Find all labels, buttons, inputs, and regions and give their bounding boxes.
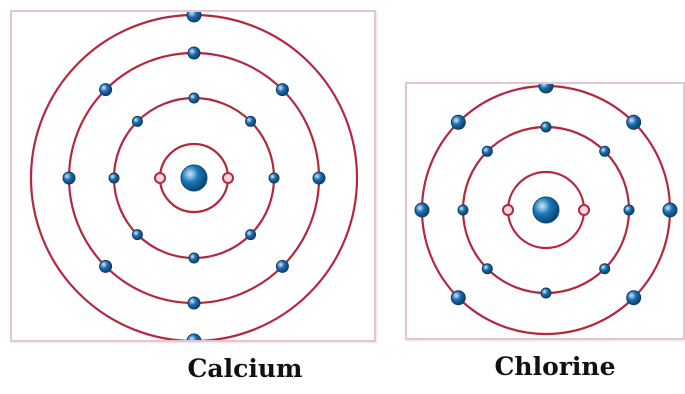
chlorine-electron-shell2-2 — [599, 145, 611, 157]
chlorine-electron-shell3-2 — [626, 114, 642, 130]
chlorine-electron-shell2-8 — [599, 263, 611, 275]
calcium-electron-shell3-8 — [275, 259, 289, 273]
calcium-nucleus — [180, 164, 208, 192]
chlorine-electron-shell2-4 — [481, 145, 493, 157]
chlorine-electron-shell3-6 — [450, 290, 466, 306]
calcium-electron-shell3-2 — [275, 83, 289, 97]
calcium-electron-shell2-3 — [188, 92, 200, 104]
chlorine-atom-diagram — [414, 82, 678, 336]
chlorine-electron-shell2-7 — [540, 287, 552, 299]
calcium-label: Calcium — [187, 354, 303, 383]
calcium-atom-diagram — [29, 10, 359, 342]
calcium-electron-shell3-5 — [62, 171, 76, 185]
calcium-electron-shell3-3 — [187, 46, 201, 60]
calcium-electron-shell2-2 — [245, 115, 257, 127]
chlorine-electron-shell3-1 — [662, 202, 678, 218]
calcium-atom-panel — [10, 10, 376, 342]
calcium-electron-shell2-8 — [245, 229, 257, 241]
chlorine-electron-shell2-1 — [623, 204, 635, 216]
calcium-electron-shell2-1 — [268, 172, 280, 184]
chlorine-electron-shell2-5 — [457, 204, 469, 216]
calcium-electron-shell2-5 — [108, 172, 120, 184]
chlorine-electron-shell3-5 — [414, 202, 430, 218]
calcium-electron-shell4-2 — [186, 333, 202, 342]
calcium-electron-shell3-6 — [99, 259, 113, 273]
calcium-electron-shell2-6 — [131, 229, 143, 241]
chlorine-atom-panel — [405, 82, 685, 340]
calcium-electron-shell4-1 — [186, 10, 202, 23]
calcium-electron-shell3-7 — [187, 296, 201, 310]
calcium-electron-shell2-7 — [188, 252, 200, 264]
chlorine-electron-shell3-4 — [450, 114, 466, 130]
calcium-electron-shell1-1 — [154, 172, 166, 184]
calcium-electron-shell3-1 — [312, 171, 326, 185]
chlorine-electron-shell3-7 — [626, 290, 642, 306]
calcium-electron-shell2-4 — [131, 115, 143, 127]
calcium-electron-shell1-2 — [222, 172, 234, 184]
chlorine-electron-shell2-6 — [481, 263, 493, 275]
chlorine-electron-shell1-1 — [502, 204, 514, 216]
chlorine-electron-shell3-3 — [538, 82, 554, 94]
chlorine-label: Chlorine — [494, 352, 616, 381]
chlorine-nucleus — [532, 196, 560, 224]
chlorine-electron-shell1-2 — [578, 204, 590, 216]
chlorine-electron-shell2-3 — [540, 121, 552, 133]
calcium-electron-shell3-4 — [99, 83, 113, 97]
